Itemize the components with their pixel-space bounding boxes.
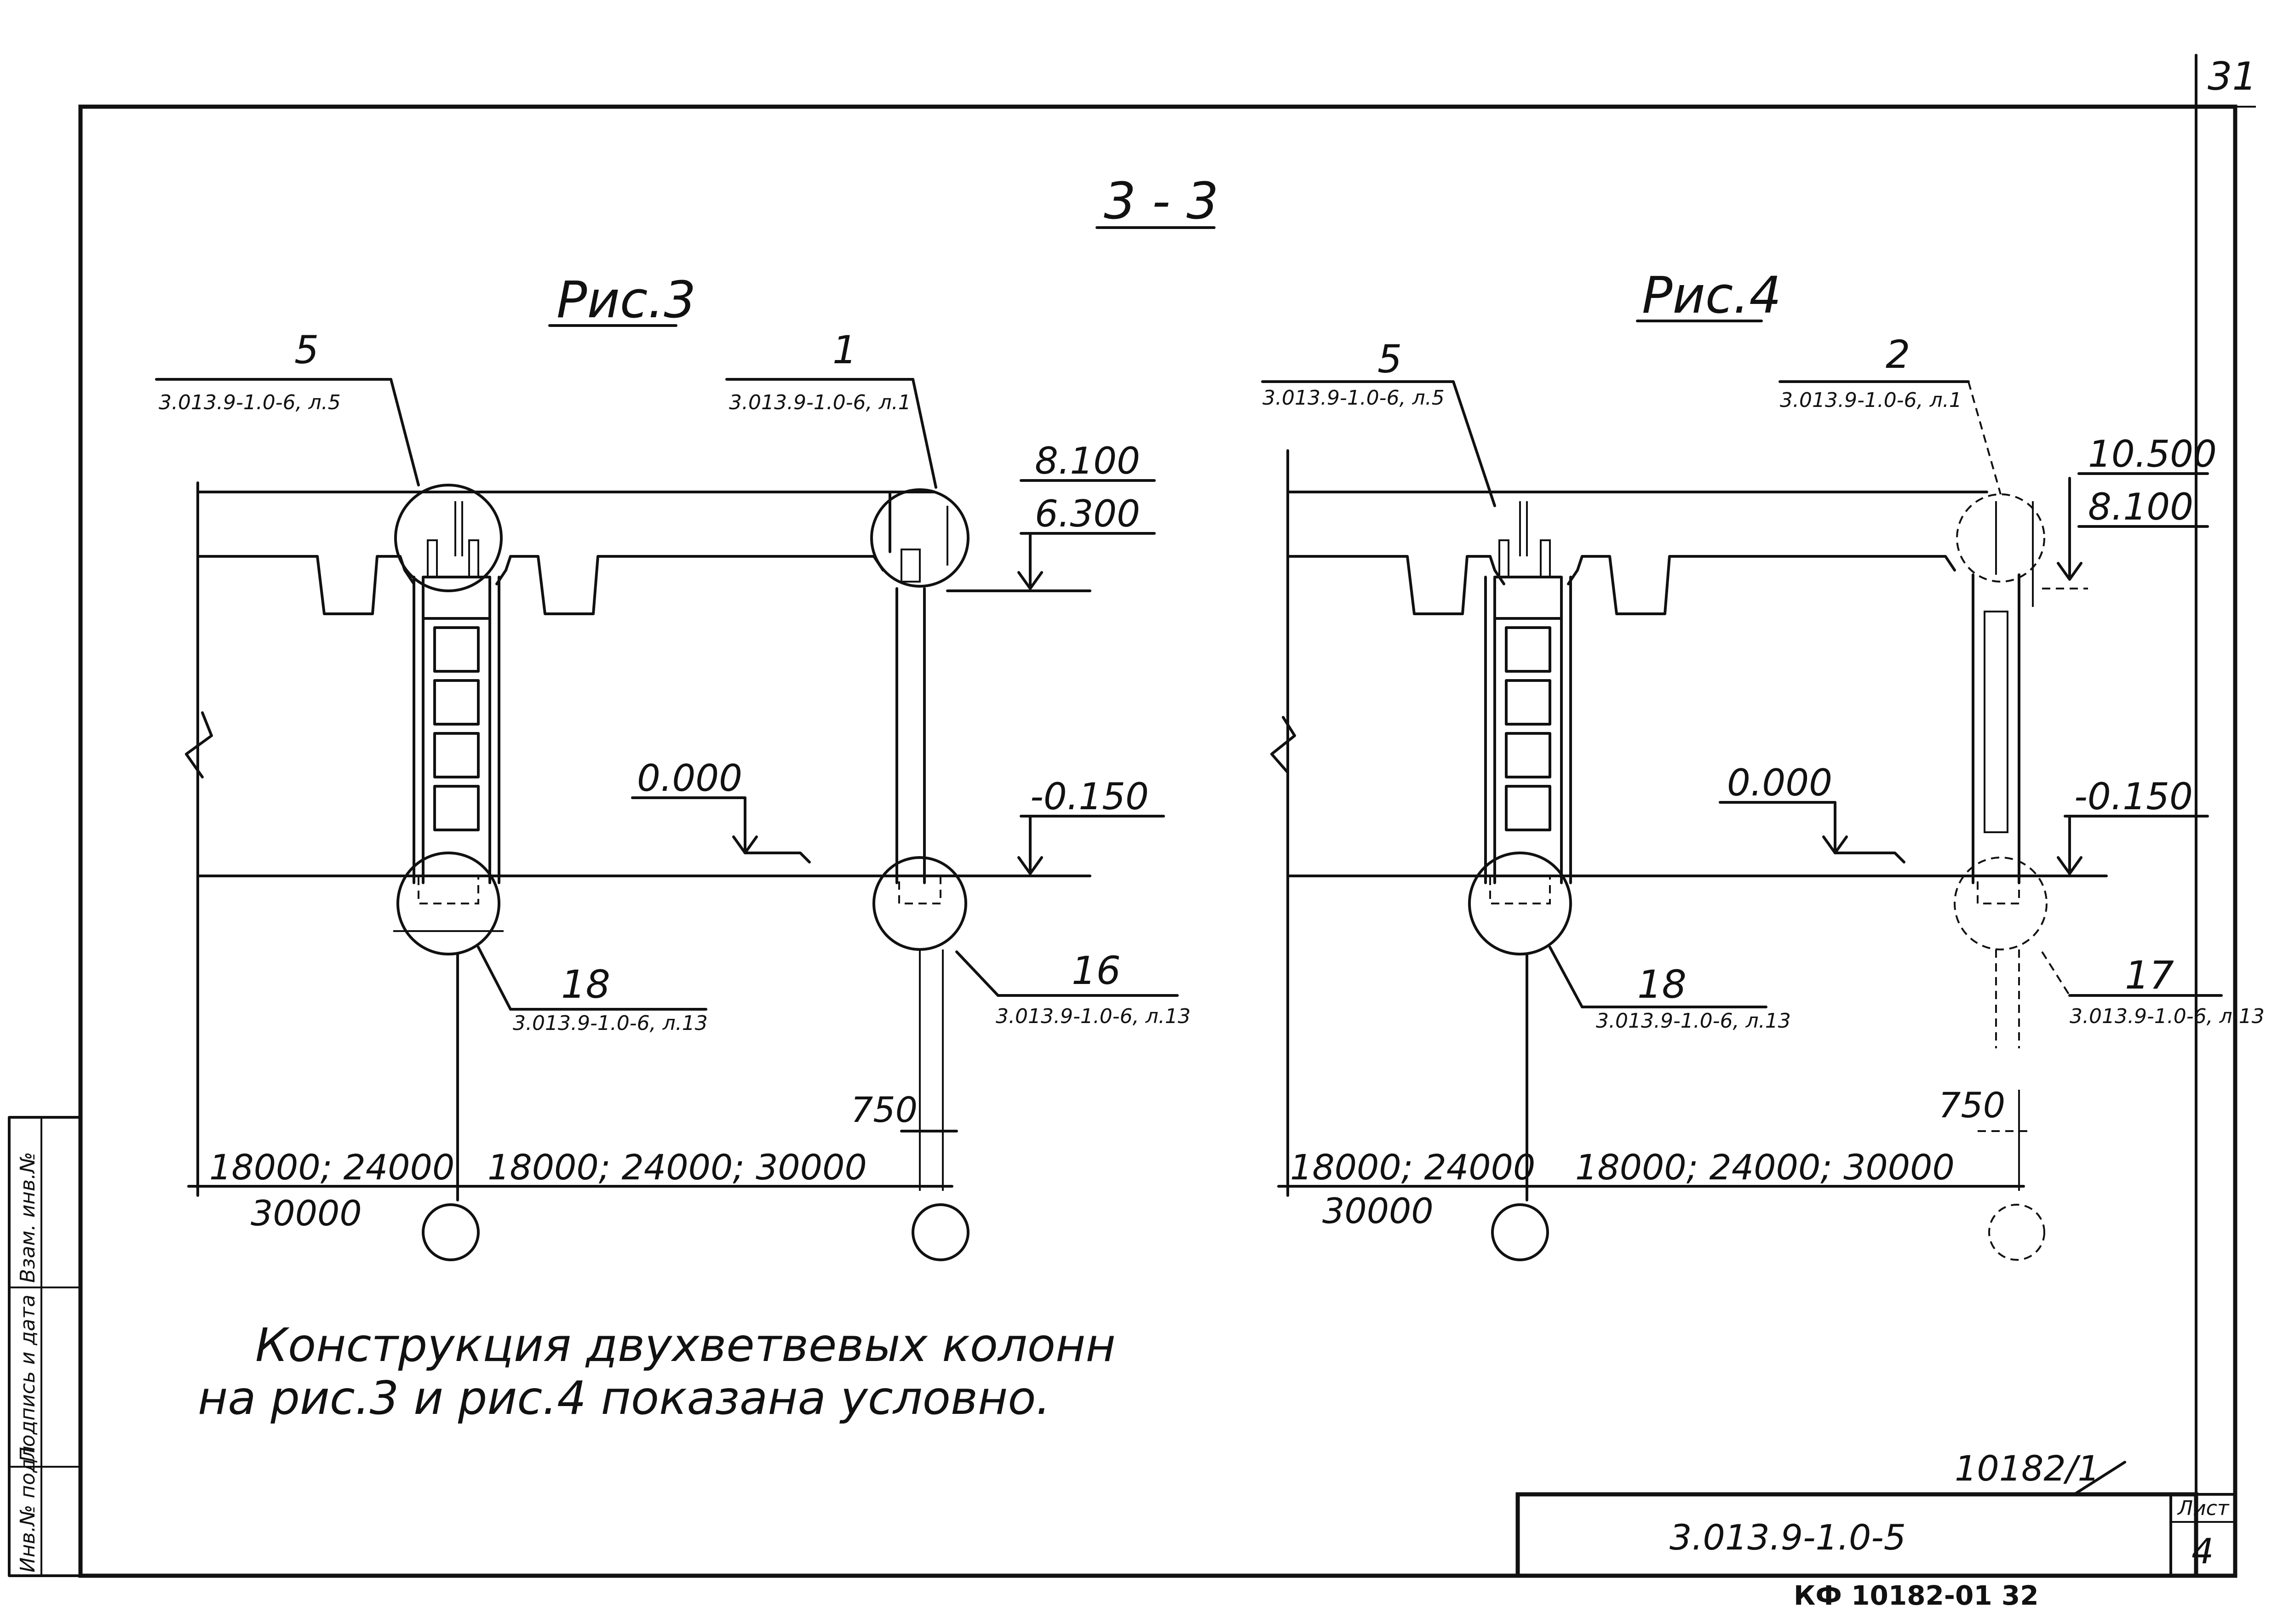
elev-top-lower-fig3: 6.300 — [1035, 492, 1140, 535]
elev-top-upper-fig3: 8.100 — [1035, 440, 1140, 482]
stamp-podpis-data: Подпись и дата — [16, 1295, 40, 1462]
column-right-fig3 — [870, 488, 970, 884]
roof-beam-fig3 — [196, 491, 935, 615]
dim-offset-fig3: 750 — [851, 1089, 918, 1130]
break-line-fig4 — [1270, 716, 1296, 774]
dim-span-left-b-fig3: 30000 — [251, 1193, 362, 1234]
callout-1-num-fig3: 1 — [832, 327, 857, 372]
figure-3-title: Рис.3 — [556, 270, 696, 329]
elev-foundation-fig4: -0.150 — [2074, 775, 2193, 818]
dim-span-right-fig4: 18000; 24000; 30000 — [1575, 1147, 1955, 1188]
callout-5-num-fig3: 5 — [294, 327, 319, 372]
stamp-inv-podl: Инв.№ подл — [16, 1446, 40, 1573]
break-line-fig3 — [185, 711, 213, 778]
section-title: 3 - 3 — [1104, 172, 1219, 230]
stamp-vzam-inv: Взам. инв.№ — [16, 1152, 40, 1283]
callout-17-num-fig4: 17 — [2125, 953, 2174, 998]
roof-beam-fig4 — [1286, 491, 1988, 615]
callout-18-ref-fig4: 3.013.9-1.0-6, л.13 — [1596, 1009, 1791, 1033]
elev-top-lower-fig4: 8.100 — [2088, 486, 2193, 528]
dim-offset-fig4: 750 — [1939, 1085, 2005, 1126]
callout-16-num-fig3: 16 — [1072, 948, 1121, 993]
figure-4: Рис.4 — [1261, 266, 2265, 1261]
callout-18-num-fig3: 18 — [561, 962, 610, 1007]
figure-3: Рис.3 — [155, 270, 1191, 1261]
sheet-label: Лист — [2177, 1497, 2230, 1520]
note-line-2: на рис.3 и рис.4 показана условно. — [198, 1371, 1050, 1425]
callout-2-ref-fig4: 3.013.9-1.0-6, л.1 — [1780, 389, 1962, 412]
title-block: 10182/1 3.013.9-1.0-5 Лист 4 — [1515, 1448, 2237, 1578]
handwritten-number: 10182/1 — [1955, 1448, 2100, 1489]
axis-marker-left-fig3 — [422, 1203, 480, 1261]
column-left-fig3 — [394, 484, 503, 884]
callout-5-num-fig4: 5 — [1377, 337, 1402, 382]
callout-16-ref-fig3: 3.013.9-1.0-6, л.13 — [996, 1005, 1191, 1028]
dim-span-left-b-fig4: 30000 — [1322, 1190, 1434, 1231]
axis-marker-right-fig4 — [1988, 1204, 2045, 1261]
column-right-fig4 — [1956, 493, 2045, 884]
column-left-fig4 — [1484, 501, 1572, 884]
note-line-1: Конструкция двухветвевых колонн — [255, 1318, 1116, 1372]
dim-span-left-a-fig3: 18000; 24000 — [209, 1147, 454, 1188]
doc-code: 3.013.9-1.0-5 — [1669, 1517, 1906, 1558]
sheet-number: 4 — [2191, 1531, 2214, 1572]
callout-2-num-fig4: 2 — [1886, 332, 1910, 377]
elev-foundation-fig3: -0.150 — [1030, 775, 1149, 818]
elev-floor-fig3: 0.000 — [637, 757, 742, 800]
elev-top-upper-fig4: 10.500 — [2088, 433, 2217, 475]
elev-floor-fig4: 0.000 — [1727, 761, 1832, 804]
footer-code: КФ 10182-01 32 — [1794, 1580, 2039, 1611]
callout-5-ref-fig3: 3.013.9-1.0-6, л.5 — [159, 391, 341, 414]
callout-5-ref-fig4: 3.013.9-1.0-6, л.5 — [1262, 386, 1445, 410]
dim-span-left-a-fig4: 18000; 24000 — [1290, 1147, 1535, 1188]
dim-span-right-fig3: 18000; 24000; 30000 — [488, 1147, 867, 1188]
callout-18-ref-fig3: 3.013.9-1.0-6, л.13 — [513, 1012, 708, 1035]
callout-17-ref-fig4: 3.013.9-1.0-6, л.13 — [2070, 1005, 2265, 1028]
callout-1-ref-fig3: 3.013.9-1.0-6, л.1 — [729, 391, 911, 414]
axis-marker-left-fig4 — [1491, 1203, 1549, 1261]
drawing-frame — [78, 54, 2256, 1578]
axis-marker-right-fig3 — [912, 1203, 970, 1261]
callout-18-num-fig4: 18 — [1637, 962, 1687, 1007]
figure-4-title: Рис.4 — [1642, 266, 1781, 325]
side-stamp: Инв.№ подл Подпись и дата Взам. инв.№ — [8, 1116, 82, 1577]
page-number: 31 — [2208, 54, 2257, 99]
